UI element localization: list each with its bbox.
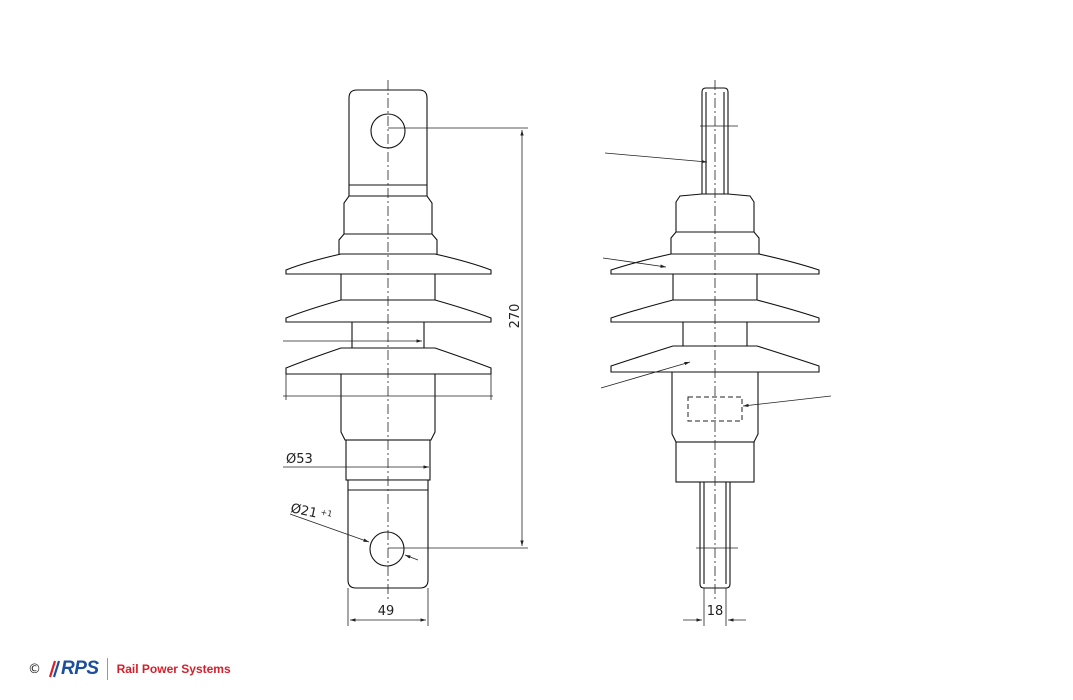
shed-2-front — [285, 299, 492, 323]
copyright-symbol: © — [28, 661, 41, 677]
footer: © RPS Rail Power Systems — [28, 656, 231, 682]
footer-divider — [106, 658, 108, 680]
front-view — [285, 80, 492, 600]
company-name: Rail Power Systems — [116, 662, 231, 676]
shed-3-front — [285, 347, 492, 375]
side-view — [610, 80, 820, 600]
front-dimensions: 270 Ø53 Ø21 +1 49 — [283, 127, 528, 626]
logo-stripes-icon — [48, 660, 61, 678]
dim-height-label: 270 — [508, 304, 523, 329]
bottom-hole — [369, 531, 405, 567]
dim-width-side-label: 18 — [707, 604, 724, 619]
dim-hole-diameter-label: Ø21 — [289, 501, 318, 521]
dim-width-front-label: 49 — [378, 604, 395, 619]
dim-hole-tolerance-label: +1 — [320, 507, 333, 518]
nameplate-outline — [687, 396, 743, 422]
shed-1-front — [285, 253, 492, 275]
brand-text: RPS — [61, 658, 99, 679]
side-leaders: 18 — [600, 152, 832, 626]
rps-logo: RPS — [47, 658, 99, 680]
dim-shed-diameter-label: Ø53 — [286, 452, 313, 467]
